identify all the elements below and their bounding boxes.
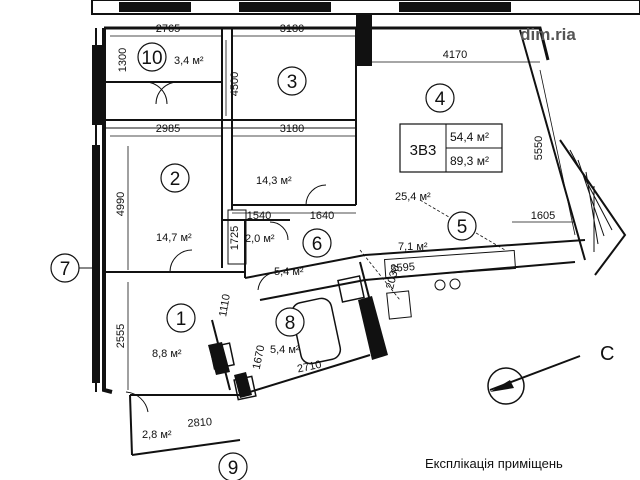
outer-wall <box>102 28 113 394</box>
area-room-2: 14,7 м² <box>156 232 192 244</box>
total-area: 89,3 м² <box>450 154 489 168</box>
dim-label: 2710 <box>296 359 322 376</box>
pantry <box>227 209 247 265</box>
apartment-code: 3В3 <box>410 142 437 159</box>
compass-icon <box>487 367 525 405</box>
room-circle-3 <box>277 66 307 96</box>
wall-diag <box>364 239 586 256</box>
dim-label: 2810 <box>187 416 212 430</box>
door-swing <box>305 184 327 206</box>
area-room-2b: 2,0 м² <box>245 233 275 245</box>
room-circle-9 <box>218 452 248 480</box>
area-room-6: 5,4 м² <box>274 266 304 278</box>
dimension-line <box>419 199 506 251</box>
dimension-line <box>539 69 576 236</box>
room-circle-1 <box>166 303 196 333</box>
door-swing <box>269 221 289 241</box>
dim-label: 3180 <box>280 23 304 35</box>
wall-segment <box>92 145 100 383</box>
bathtub <box>291 297 342 365</box>
compass-label: С <box>600 343 614 365</box>
window-frame <box>399 2 511 12</box>
dim-label: 3595 <box>390 261 415 275</box>
area-room-3: 14,3 м² <box>256 175 292 187</box>
wall-v <box>129 394 133 456</box>
living-area: 54,4 м² <box>450 130 489 144</box>
column <box>358 296 388 360</box>
balcony-hatch <box>569 149 613 252</box>
dim-label: 1300 <box>117 48 129 72</box>
room-circle-10 <box>137 42 167 72</box>
dim-label: 1670 <box>251 344 268 370</box>
room-number-6: 6 <box>312 234 323 255</box>
stove-burner <box>434 279 446 291</box>
stove-burner <box>449 278 461 290</box>
area-room-1: 8,8 м² <box>152 348 182 360</box>
area-room-8: 5,4 м² <box>270 344 300 356</box>
room-number-4: 4 <box>435 89 446 110</box>
room-number-7: 7 <box>60 259 71 280</box>
fridge <box>386 290 412 320</box>
dim-label: 1605 <box>531 210 555 222</box>
dim-label: 1640 <box>310 210 334 222</box>
room-circle-4 <box>425 83 455 113</box>
window-frame <box>239 2 331 12</box>
kitchen-counter <box>383 249 517 279</box>
room-number-3: 3 <box>287 72 298 93</box>
door-swing <box>144 81 179 105</box>
outer-wall <box>104 26 550 61</box>
dim-label: 3180 <box>280 123 304 135</box>
room-number-1: 1 <box>176 309 187 330</box>
room-circle-5 <box>447 211 477 241</box>
door-swing <box>257 271 277 291</box>
dim-label: 1110 <box>217 293 233 318</box>
caption: Експлікація приміщень <box>425 456 563 471</box>
wall-diag <box>239 354 371 396</box>
dim-label: 2765 <box>156 23 180 35</box>
wall-h <box>131 439 241 456</box>
apartment-info-box: 3В3 54,4 м² 89,3 м² <box>399 123 503 173</box>
room-circle-8 <box>275 307 305 337</box>
outer-wall <box>519 29 586 261</box>
area-room-10: 3,4 м² <box>174 55 204 67</box>
room-number-8: 8 <box>285 313 296 334</box>
room-number-10: 10 <box>141 48 162 69</box>
area-room-9: 2,8 м² <box>142 429 172 441</box>
door-swing <box>125 391 149 413</box>
compass: С <box>487 343 614 405</box>
window-frame <box>119 2 191 12</box>
wall-diag <box>259 279 366 301</box>
dim-label: 4500 <box>229 72 241 96</box>
room-number-5: 5 <box>457 217 468 238</box>
room-number-9: 9 <box>228 458 239 479</box>
room-circle-2 <box>160 163 190 193</box>
door-swing <box>169 249 193 273</box>
watermark: dim.ria <box>520 25 576 44</box>
dim-label: 1725 <box>229 226 241 250</box>
dim-label: 1540 <box>247 210 271 222</box>
dim-label: 4990 <box>115 192 127 216</box>
dim-label: 2985 <box>156 123 180 135</box>
dimension-line <box>359 249 401 301</box>
room-number-2: 2 <box>170 169 181 190</box>
area-room-4: 25,4 м² <box>395 191 431 203</box>
sink <box>337 275 365 303</box>
dim-label: 4170 <box>443 49 467 61</box>
wall-segment <box>356 14 372 66</box>
wall-diag <box>244 254 366 279</box>
dim-label: 5550 <box>533 136 545 160</box>
sink <box>209 342 235 370</box>
room-circle-6 <box>302 228 332 258</box>
toilet <box>233 375 257 401</box>
wall-segment <box>92 45 106 125</box>
dim-label: 2555 <box>115 324 127 348</box>
area-room-5: 7,1 м² <box>398 241 428 253</box>
